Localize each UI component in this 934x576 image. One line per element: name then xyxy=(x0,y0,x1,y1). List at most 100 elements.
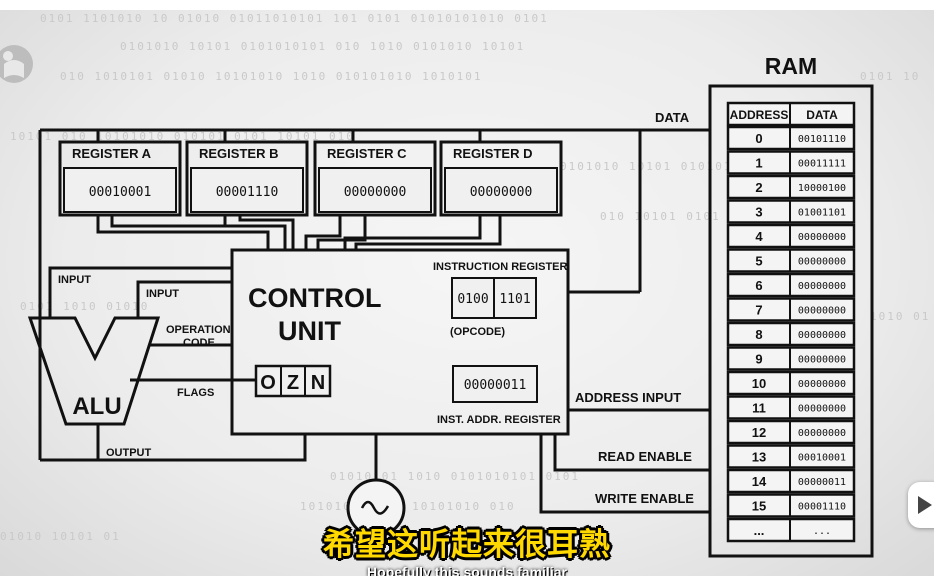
play-icon[interactable] xyxy=(908,482,934,528)
ram-data-cell: 00000000 xyxy=(798,232,846,243)
ram-title: RAM xyxy=(765,53,817,79)
subtitle-english: Hopefully this sounds familiar xyxy=(367,564,567,576)
address-bits: 1101 xyxy=(499,292,530,307)
address-input-label: ADDRESS INPUT xyxy=(575,390,681,405)
ram-address-cell: 8 xyxy=(755,327,762,342)
ram-row: 0 00101110 xyxy=(726,125,856,151)
ram-row: 1 00011111 xyxy=(726,150,856,175)
ram-data-cell: 00000011 xyxy=(798,477,846,488)
ram-data-cell: 00000000 xyxy=(798,379,846,390)
ram-address-cell: 15 xyxy=(752,499,766,514)
ram-row: 2 10000100 xyxy=(726,174,856,200)
register-c-value: 00000000 xyxy=(344,185,407,200)
register-b-value: 00001110 xyxy=(216,185,279,200)
ram-address-cell: 13 xyxy=(752,450,766,465)
data-bus-label: DATA xyxy=(655,110,690,125)
inst-addr-value: 00000011 xyxy=(464,378,527,393)
ram-data-cell: 00010001 xyxy=(798,453,846,464)
ram-row: 3 01001101 xyxy=(726,199,856,224)
ram-address-cell: 5 xyxy=(755,254,762,269)
ram-row: 5 00000000 xyxy=(726,248,856,273)
opcode-bits: 0100 xyxy=(457,292,488,307)
pbs-logo-icon xyxy=(0,45,33,83)
alu-input-label-1: INPUT xyxy=(58,274,91,286)
register-d: REGISTER D 00000000 xyxy=(439,140,563,217)
register-b-label: REGISTER B xyxy=(199,146,278,161)
ram-address-cell: 2 xyxy=(755,180,762,195)
ram-address-cell: 7 xyxy=(755,303,762,318)
operation-label-1: OPERATION xyxy=(166,324,231,336)
ram-data-cell: 00000000 xyxy=(798,428,846,439)
ram-data-cell: 00000000 xyxy=(798,306,846,317)
ram-row: ...... xyxy=(726,517,856,543)
ram-row: 14 00000011 xyxy=(726,468,856,494)
alu: ALU xyxy=(27,316,161,426)
control-unit-title-2: UNIT xyxy=(278,316,341,346)
ram-row: 15 00001110 xyxy=(726,493,856,518)
ram-address-cell: 9 xyxy=(755,352,762,367)
subtitle-chinese: 希望这听起来很耳熟 xyxy=(323,527,611,563)
opcode-label: (OPCODE) xyxy=(450,326,505,338)
ram-data-cell: 00101110 xyxy=(798,134,846,145)
ram-address-cell: 4 xyxy=(755,229,763,244)
ram-data-cell: 01001101 xyxy=(798,208,846,219)
ram-data-header: DATA xyxy=(806,108,838,122)
flag-z: Z xyxy=(287,372,299,394)
ram-address-cell: 1 xyxy=(755,156,762,171)
ram-row: 11 00000000 xyxy=(726,395,856,420)
ram-data-cell: 00000000 xyxy=(798,281,846,292)
ram-address-cell: ... xyxy=(754,523,765,538)
ram-address-cell: 6 xyxy=(755,278,762,293)
ram-row: 13 00010001 xyxy=(726,444,856,469)
register-d-label: REGISTER D xyxy=(453,146,532,161)
register-a-value: 00010001 xyxy=(89,185,152,200)
write-enable-label: WRITE ENABLE xyxy=(595,491,694,506)
ram-address-cell: 10 xyxy=(752,376,766,391)
background-binary-pattern: 0101 1101010 10 01010 01011010101 101 01… xyxy=(0,12,931,543)
ram-address-cell: 3 xyxy=(755,205,762,220)
ram-row: 10 00000000 xyxy=(726,370,856,396)
ram-row: 7 00000000 xyxy=(726,297,856,322)
flag-o: O xyxy=(260,372,276,394)
ram-address-cell: 14 xyxy=(752,474,767,489)
read-enable-label: READ ENABLE xyxy=(598,449,692,464)
ram-data-cell: 00000000 xyxy=(798,257,846,268)
register-c-label: REGISTER C xyxy=(327,146,407,161)
ram-data-cell: 00000000 xyxy=(798,404,846,415)
operation-label-2: CODE xyxy=(183,337,215,349)
alu-wires xyxy=(48,266,307,462)
ram-row: 9 00000000 xyxy=(726,346,856,371)
inst-addr-label: INST. ADDR. REGISTER xyxy=(437,414,561,426)
register-c: REGISTER C 00000000 xyxy=(313,140,437,217)
register-a-label: REGISTER A xyxy=(72,146,152,161)
ram-data-cell: 00000000 xyxy=(798,330,846,341)
ram-data-cell: 00011111 xyxy=(798,159,846,170)
ram-address-cell: 12 xyxy=(752,425,766,440)
control-unit: CONTROL UNIT O Z N INSTRUCTION REGISTER … xyxy=(230,248,570,436)
ram-data-cell: 00001110 xyxy=(798,502,846,513)
ram-address-cell: 11 xyxy=(752,401,766,416)
register-control-wires xyxy=(96,215,502,250)
control-ram-wires xyxy=(539,408,710,514)
output-label: OUTPUT xyxy=(106,447,152,459)
top-bar xyxy=(0,0,934,10)
ram-row: 6 00000000 xyxy=(726,272,856,298)
flag-n: N xyxy=(311,372,325,394)
ram-address-header: ADDRESS xyxy=(730,108,789,122)
flags-label: FLAGS xyxy=(177,387,214,399)
ram-data-cell: 00000000 xyxy=(798,355,846,366)
clock-wave-icon xyxy=(346,434,406,538)
ram-data-cell: 10000100 xyxy=(798,183,846,194)
ram-address-cell: 0 xyxy=(755,131,762,146)
data-bus xyxy=(38,128,710,462)
instruction-register-label: INSTRUCTION REGISTER xyxy=(433,261,568,273)
ram-row: 4 00000000 xyxy=(726,223,856,249)
register-b: REGISTER B 00001110 xyxy=(185,140,309,217)
register-d-value: 00000000 xyxy=(470,185,533,200)
ram-data-cell: ... xyxy=(813,526,831,537)
control-unit-title-1: CONTROL xyxy=(248,283,381,313)
register-a: REGISTER A 00010001 xyxy=(58,140,182,217)
alu-input-label-2: INPUT xyxy=(146,288,179,300)
